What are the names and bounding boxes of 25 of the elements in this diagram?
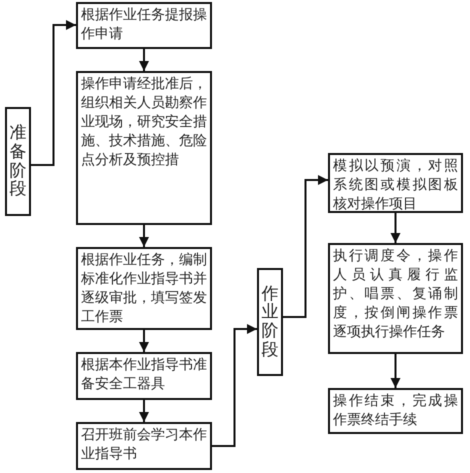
step-text: 执行调度令，操作人员认真履行监护、唱票、复诵制度，按倒闸操作票逐项执行操作任务: [332, 247, 459, 342]
arrow: [139, 225, 149, 247]
arrow: [390, 213, 400, 243]
step-text: 操作申请经批准后，组织相关人员勘察作业现场，研究安全措施、技术措施、危险点分析及预控措: [80, 75, 208, 170]
step-text: 模拟以预演，对照系统图或模拟图板核对操作项目: [332, 157, 459, 214]
arrow: [139, 400, 149, 422]
step-text: 操作结束，完成操作票终结手续: [332, 392, 459, 430]
stage-box: [5, 107, 31, 216]
step-text: 根据本作业指导书准备安全工器具: [80, 356, 208, 394]
arrow: [139, 330, 149, 352]
arrow: [212, 324, 257, 447]
step-text: 召开班前会学习本作业指导书: [80, 426, 208, 464]
arrow: [283, 175, 328, 318]
process-box: [76, 352, 212, 400]
step-text: 根据作业任务提报操作申请: [80, 6, 208, 44]
stage-label: 作业阶段: [262, 284, 278, 360]
arrow: [139, 49, 149, 71]
stage-label: 准备阶段: [10, 124, 26, 199]
process-box: [76, 71, 212, 225]
process-box: [328, 243, 463, 354]
arrow: [390, 354, 400, 388]
step-text: 根据作业任务，编制标准化作业指导书并逐级审批，填写签发工作票: [80, 251, 208, 327]
arrow: [31, 20, 76, 166]
process-box: [76, 422, 212, 470]
stage-box: [257, 268, 283, 376]
